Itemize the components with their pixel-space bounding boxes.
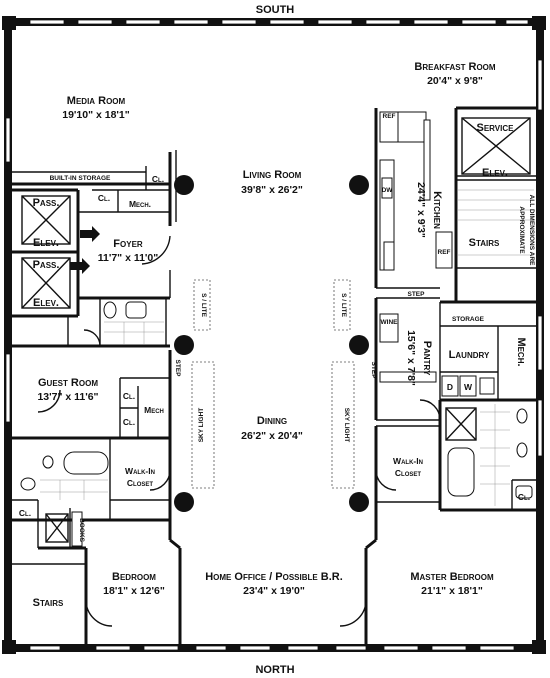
bedroom-name: Bedroom [112,571,156,583]
foyer-dims: 11'7" x 11'0" [98,252,159,264]
closet-guest-1-label: Cl. [123,391,135,401]
pantry-name: Pantry [421,341,433,376]
master-bedroom-name: Master Bedroom [410,571,494,583]
living-room-name: Living Room [243,169,302,181]
stairs-east [458,189,534,256]
south-label: SOUTH [256,4,295,16]
pantry-dims: 15'6" x 7'8" [405,330,417,386]
closet-bath-label: Cl. [19,508,31,518]
laundry-machines [441,375,495,397]
slite-west-label: S / LITE [200,293,207,318]
elevators [21,117,531,309]
master-bedroom-dims: 21'1" x 18'1" [421,585,483,597]
media-room-name: Media Room [67,95,126,107]
home-office-dims: 23'4" x 19'0" [243,585,305,597]
step-kitchen-label: STEP [408,291,426,298]
column [174,492,194,512]
stairs-east-label: Stairs [469,237,500,249]
pass-elev-1-top: Pass. [33,197,60,209]
bath-fixtures [20,301,533,543]
skylight-east-label: SKY LIGHT [343,408,350,443]
walkin-master-line2: Closet [395,468,421,478]
mech-media-label: Mech. [129,199,151,209]
walkin-guest-line1: Walk-In [125,466,155,476]
wine-label: WINE [381,319,399,326]
walkin-guest-line2: Closet [127,478,153,488]
pass-elev-2-bottom: Elev. [33,297,59,309]
column [349,492,369,512]
column [174,175,194,195]
skylight-west-label: SKY LIGHT [198,408,205,443]
dryer-label: D [447,382,453,392]
structural-columns [174,175,369,512]
storage-label: STORAGE [452,316,485,323]
column [349,175,369,195]
kitchen-name: Kitchen [431,191,443,229]
stairs-west-label: Stairs [33,597,64,609]
kitchen-dims: 24'4" x 9'3" [415,182,427,238]
bookshelf [71,511,83,547]
bedroom-dims: 18'1" x 12'6" [103,585,165,597]
skylights [191,279,355,489]
interior-walls [12,106,536,644]
column [174,335,194,355]
dining-name: Dining [257,415,287,427]
media-room-dims: 19'10" x 18'1" [62,109,130,121]
foyer-name: Foyer [113,238,143,250]
dimensions-note-line2: APPROXIMATE [518,206,525,254]
living-room-dims: 39'8" x 26'2" [241,184,303,196]
washer-label: W [464,382,473,392]
breakfast-room-name: Breakfast Room [414,61,496,73]
closet-foyer-label: Cl. [98,193,110,203]
ref-stairs-label: REF [438,249,451,256]
closet-guest-2-label: Cl. [123,417,135,427]
home-office-name: Home Office / Possible B.R. [205,571,343,583]
step-pantry-label: STEP [370,362,377,380]
slite-east-label: S / LITE [340,293,347,318]
service-elev-label: Elev. [482,167,508,179]
laundry-label: Laundry [449,349,490,361]
pass-elev-2-top: Pass. [33,259,60,271]
windows [5,19,543,651]
guest-room-name: Guest Room [38,377,98,389]
closet-media-label: Cl. [152,174,164,184]
pantry-counter [379,313,437,383]
built-in-storage-label: BUILT-IN STORAGE [50,175,111,182]
mech-east-label: Mech. [515,337,527,366]
column [349,335,369,355]
ref-kitchen-label: REF [383,113,396,120]
step-dining-label: STEP [174,360,181,378]
door-swings [37,235,441,627]
north-label: NORTH [255,664,294,676]
dimensions-note-line1: ALL DIMENSIONS ARE [528,195,535,266]
walkin-master-line1: Walk-In [393,456,423,466]
guest-room-dims: 13'7" x 11'6" [37,391,98,403]
dining-dims: 26'2" x 20'4" [241,430,303,442]
closet-master-bath-label: Cl. [518,492,530,502]
breakfast-room-dims: 20'4" x 9'8" [427,75,483,87]
service-label: Service [477,122,515,134]
pass-elev-1-bottom: Elev. [33,237,59,249]
books-label: BOOKS [78,518,85,543]
mech-guest-label: Mech [144,405,164,415]
kitchen-fixtures [379,111,453,271]
dw-label: DW [382,187,394,194]
elevator-arrows [70,226,100,274]
